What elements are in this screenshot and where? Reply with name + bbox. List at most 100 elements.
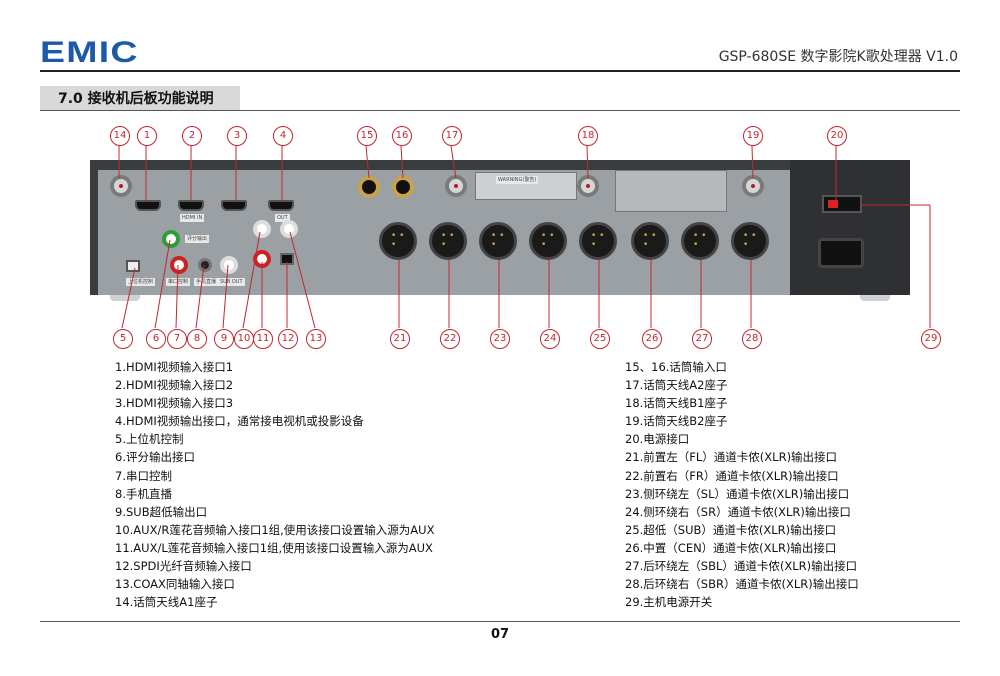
hdmi-in-2-port <box>178 200 204 211</box>
callout-12: 12 <box>278 329 298 349</box>
callout-10: 10 <box>234 329 254 349</box>
list-item: 3.HDMI视频输入接口3 <box>115 396 234 411</box>
score-output-port <box>162 230 180 248</box>
sub-out-label: SUB OUT <box>218 278 245 286</box>
xlr-cen-output-port <box>631 222 669 260</box>
callout-28: 28 <box>742 329 762 349</box>
list-item: 12.SPDI光纤音频输入接口 <box>115 559 252 574</box>
panel-foot <box>110 295 140 301</box>
callout-23: 23 <box>490 329 510 349</box>
callout-7: 7 <box>167 329 187 349</box>
coax-input-port <box>280 220 298 238</box>
list-item: 5.上位机控制 <box>115 432 184 447</box>
hdmi-in-1-port <box>135 200 161 211</box>
list-item: 9.SUB超低输出口 <box>115 504 208 519</box>
list-item: 23.侧环绕左（SL）通道卡侬(XLR)输出接口 <box>625 486 850 501</box>
callout-15: 15 <box>357 126 377 146</box>
xlr-sub-output-port <box>579 222 617 260</box>
sub-out-port <box>220 256 238 274</box>
hdmi-in-3-port <box>221 200 247 211</box>
section-title: 7.0 接收机后板功能说明 <box>58 91 214 107</box>
list-item: 28.后环绕右（SBR）通道卡侬(XLR)输出接口 <box>625 577 859 592</box>
list-item: 14.话筒天线A1座子 <box>115 595 218 610</box>
power-switch <box>822 195 862 213</box>
list-item: 13.COAX同轴输入接口 <box>115 577 235 592</box>
list-item: 27.后环绕左（SBL）通道卡侬(XLR)输出接口 <box>625 559 858 574</box>
callout-2: 2 <box>182 126 202 146</box>
callout-5: 5 <box>113 329 133 349</box>
callout-21: 21 <box>390 329 410 349</box>
serial-control-port <box>170 256 188 274</box>
callout-26: 26 <box>642 329 662 349</box>
phone-live-label: 手机直播 <box>194 278 219 286</box>
list-item: 21.前置左（FL）通道卡侬(XLR)输出接口 <box>625 450 838 465</box>
aux-r-input-port <box>253 220 271 238</box>
callout-25: 25 <box>590 329 610 349</box>
antenna-a1-port <box>110 175 132 197</box>
page-number: 07 <box>490 627 510 642</box>
callout-22: 22 <box>440 329 460 349</box>
callout-3: 3 <box>227 126 247 146</box>
xlr-sbl-output-port <box>681 222 719 260</box>
callout-29: 29 <box>921 329 941 349</box>
xlr-sr-output-port <box>529 222 567 260</box>
hdmi-in-label: HDMI IN <box>180 214 205 222</box>
panel-top-edge <box>90 160 910 170</box>
callout-9: 9 <box>214 329 234 349</box>
list-item: 11.AUX/L莲花音频输入接口1组,使用该接口设置输入源为AUX <box>115 540 433 555</box>
list-item: 1.HDMI视频输入接口1 <box>115 360 234 374</box>
pc-control-label: 上位机控制 <box>126 278 156 286</box>
list-item: 6.评分输出接口 <box>115 450 195 465</box>
score-output-label: 评分输出 <box>185 235 210 243</box>
panel-left-edge <box>90 160 98 295</box>
list-item: 4.HDMI视频输出接口，通常接电视机或投影设备 <box>115 414 364 429</box>
phone-live-port <box>198 258 212 272</box>
list-item: 8.手机直播 <box>115 486 172 501</box>
list-item: 10.AUX/R莲花音频输入接口1组,使用该接口设置输入源为AUX <box>115 522 435 537</box>
list-item: 26.中置（CEN）通道卡侬(XLR)输出接口 <box>625 540 837 555</box>
callout-24: 24 <box>540 329 560 349</box>
callout-16: 16 <box>392 126 412 146</box>
warning-text: WARNING(警告) <box>496 176 539 184</box>
callout-1: 1 <box>137 126 157 146</box>
callout-8: 8 <box>187 329 207 349</box>
rear-panel-illustration: HDMI IN OUT WARNING(警告) 上位机控制 评分输出 串口控制 … <box>90 160 910 301</box>
document-title: GSP-680SE 数字影院K歌处理器 V1.0 <box>718 49 958 65</box>
port-description-list-right: 15、16.话筒输入口 17.话筒天线A2座子 18.话筒天线B1座子 19.话… <box>625 358 859 611</box>
usb-pc-control-port <box>126 260 140 272</box>
callout-6: 6 <box>146 329 166 349</box>
list-item: 29.主机电源开关 <box>625 595 713 610</box>
list-item: 19.话筒天线B2座子 <box>625 414 728 429</box>
logo-text: EMIC <box>40 36 139 69</box>
list-item: 17.话筒天线A2座子 <box>625 378 728 393</box>
hdmi-out-port <box>268 200 294 211</box>
xlr-sl-output-port <box>479 222 517 260</box>
section-title-bar <box>40 86 240 110</box>
callout-11: 11 <box>253 329 273 349</box>
list-item: 24.侧环绕右（SR）通道卡侬(XLR)输出接口 <box>625 504 851 519</box>
power-inlet <box>818 238 864 268</box>
xlr-fl-output-port <box>379 222 417 260</box>
xlr-sbr-output-port <box>731 222 769 260</box>
list-item: 18.话筒天线B1座子 <box>625 396 728 411</box>
section-divider <box>40 110 960 111</box>
power-section <box>790 160 910 295</box>
footer-divider <box>40 621 960 622</box>
list-item: 15、16.话筒输入口 <box>625 360 727 374</box>
header-divider <box>40 70 960 72</box>
out-label: OUT <box>275 214 290 222</box>
list-item: 22.前置右（FR）通道卡侬(XLR)输出接口 <box>625 468 839 483</box>
callout-19: 19 <box>743 126 763 146</box>
brand-logo: EMIC <box>40 38 150 68</box>
warning-label: WARNING(警告) <box>475 172 577 200</box>
callout-17: 17 <box>442 126 462 146</box>
port-description-list-left: 1.HDMI视频输入接口1 2.HDMI视频输入接口2 3.HDMI视频输入接口… <box>115 358 434 611</box>
list-item: 2.HDMI视频输入接口2 <box>115 378 234 393</box>
callout-4: 4 <box>273 126 293 146</box>
list-item: 25.超低（SUB）通道卡侬(XLR)输出接口 <box>625 522 837 537</box>
list-item: 20.电源接口 <box>625 432 690 447</box>
xlr-fr-output-port <box>429 222 467 260</box>
panel-foot <box>860 295 890 301</box>
callout-20: 20 <box>827 126 847 146</box>
